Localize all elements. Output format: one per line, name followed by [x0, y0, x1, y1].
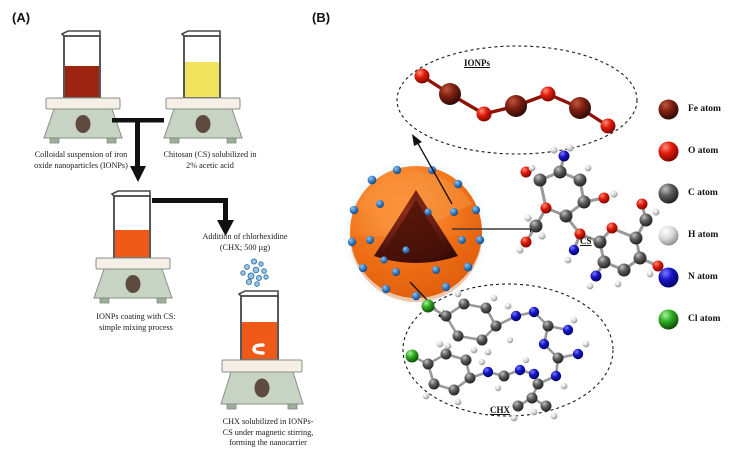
n-atom-icon	[658, 267, 679, 287]
caption-ionps-cs-coating: IONPs coating with CS: simple mixing pro…	[96, 312, 176, 332]
callout-ionps	[396, 45, 638, 155]
chx-bonds	[410, 302, 580, 408]
cl-atom-1	[421, 299, 435, 313]
magnetic-stir-bar	[252, 343, 265, 355]
caption-chitosan-solution: Chitosan (CS) solubilized in 2% acetic a…	[163, 150, 257, 170]
label-chx: CHX	[490, 405, 510, 415]
hotplate-knob-4	[254, 378, 270, 398]
arrow-core-to-ionps	[412, 134, 453, 205]
o-atom-icon	[658, 141, 679, 161]
apparatus-ionps-suspension	[43, 30, 123, 144]
hotplate-2	[163, 97, 243, 144]
label-ionps: IONPs	[464, 58, 491, 68]
hotplate-knob-2	[195, 115, 211, 133]
panel-a-label: (A)	[12, 10, 31, 25]
hotplate-knob-3	[125, 275, 141, 293]
note-addition-of-chx: Addition of chlorhexidine (CHX; 500 µg)	[202, 232, 288, 252]
cs-atoms	[520, 150, 664, 282]
legend-label-n: N atom	[688, 272, 718, 282]
beaker-chitosan	[180, 30, 221, 99]
legend-item-h: H atom	[658, 214, 748, 256]
cs-molecule	[516, 144, 670, 290]
legend-item-cl: Cl atom	[658, 298, 748, 340]
beaker-liquid-ionps-cs	[115, 230, 149, 257]
legend-item-n: N atom	[658, 256, 748, 298]
apparatus-chitosan-solution	[163, 30, 243, 144]
panel-b-label: (B)	[312, 10, 331, 25]
c-atom-icon	[658, 183, 679, 203]
dashed-ellipse-ionps	[396, 45, 638, 155]
legend-label-fe: Fe atom	[688, 104, 721, 114]
beaker-liquid-chitosan	[185, 62, 219, 97]
hotplate-knob-1	[75, 115, 91, 133]
hotplate-1	[43, 97, 123, 144]
hotplate-3	[93, 257, 173, 304]
legend-label-h: H atom	[688, 230, 719, 240]
ionps-atoms	[414, 68, 616, 134]
legend-label-c: C atom	[688, 188, 718, 198]
beaker-liquid-ionps	[65, 66, 99, 97]
legend-item-c: C atom	[658, 172, 748, 214]
beaker-chx	[237, 290, 279, 361]
arrow-combine-down	[112, 118, 164, 182]
apparatus-chx-nanocarrier	[220, 290, 304, 410]
chx-hydrogens	[422, 290, 590, 422]
chx-atoms	[405, 298, 584, 412]
legend-item-fe: Fe atom	[658, 88, 748, 130]
caption-ionps-suspension: Colloidal suspension of iron oxide nanop…	[34, 150, 128, 170]
fe-atom-icon	[658, 99, 679, 119]
dashed-ellipse-chx	[402, 283, 614, 417]
atom-legend: Fe atom O atom C atom H atom N atom Cl a…	[658, 88, 748, 340]
hotplate-4	[220, 359, 304, 410]
surface-chx-dots	[347, 165, 485, 301]
cl-atom-2	[405, 349, 419, 363]
apparatus-ionps-cs-coating	[93, 190, 173, 304]
beaker-ionps-cs	[110, 190, 151, 259]
legend-label-o: O atom	[688, 146, 719, 156]
chx-powder-particles	[240, 258, 269, 287]
legend-item-o: O atom	[658, 130, 748, 172]
beaker-ionps	[60, 30, 101, 99]
h-atom-icon	[658, 225, 679, 245]
legend-label-cl: Cl atom	[688, 314, 721, 324]
label-cs: CS	[580, 236, 592, 246]
cl-atom-icon	[658, 309, 679, 329]
caption-chx-nanocarrier: CHX solubilized in IONPs- CS under magne…	[222, 417, 314, 447]
arrow-to-chx-step	[152, 198, 234, 236]
callout-chx	[402, 283, 614, 422]
